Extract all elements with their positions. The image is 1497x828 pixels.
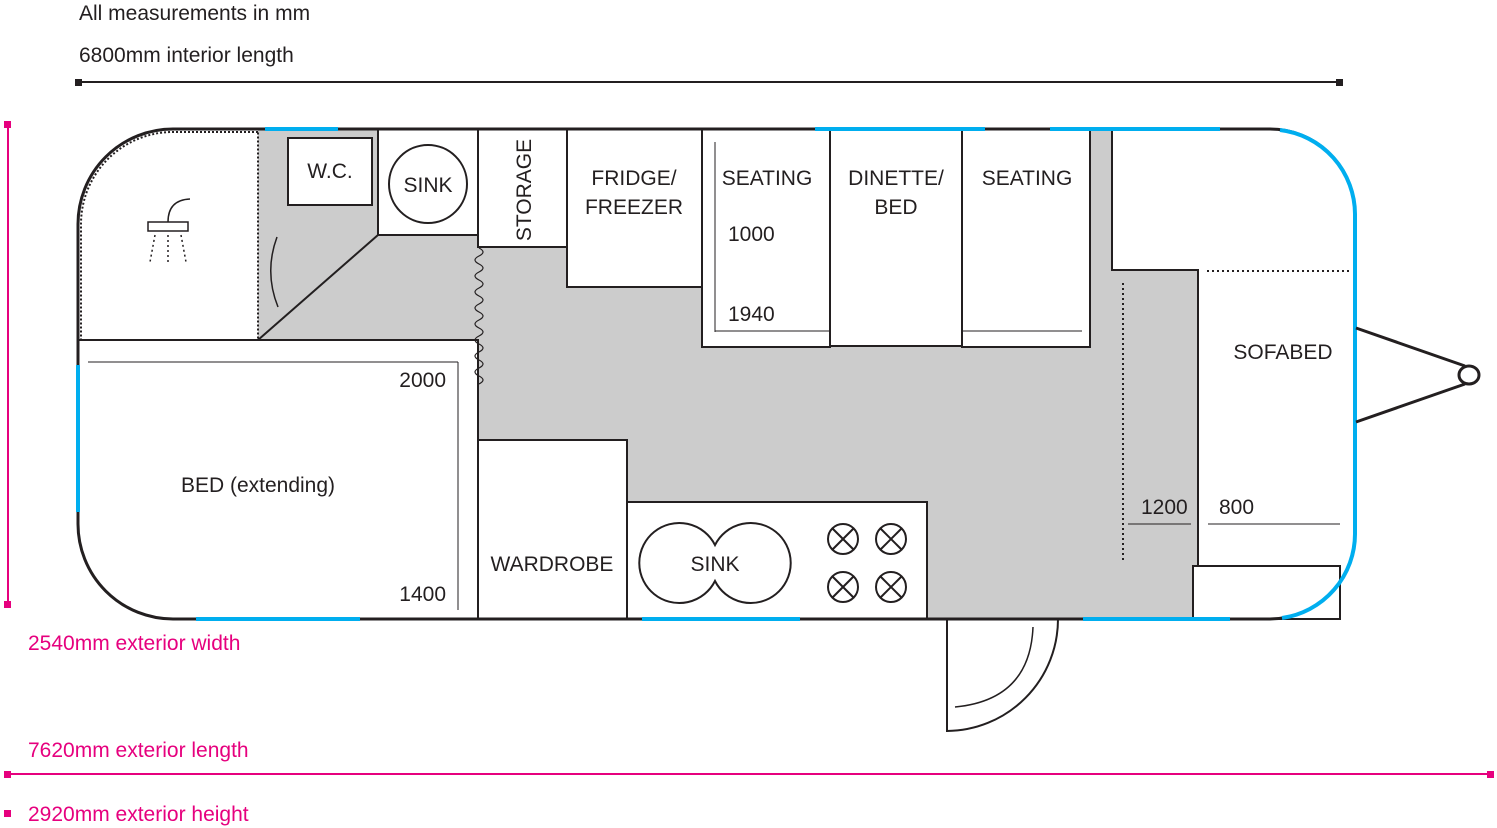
entry-door[interactable] — [946, 618, 1059, 733]
cooktop-burners-icon — [827, 523, 907, 603]
fridge-freezer — [566, 128, 703, 288]
exterior-length-line — [4, 771, 1494, 778]
interior-length-label: 6800mm interior length — [79, 44, 294, 67]
exterior-width-label: 2540mm exterior width — [28, 632, 240, 655]
sofabed-width-dim: 800 — [1219, 496, 1254, 519]
seating-length-dim: 1940 — [728, 303, 775, 326]
shower-head-icon — [147, 198, 191, 263]
fridge-label-1: FRIDGE/ — [591, 167, 676, 190]
bath-sink-label: SINK — [403, 174, 452, 197]
bed-label: BED (extending) — [181, 474, 335, 497]
seating-right — [961, 128, 1091, 348]
exterior-length-label: 7620mm exterior length — [28, 739, 249, 762]
sofabed-label: SOFABED — [1233, 341, 1332, 364]
fridge-label-2: FREEZER — [585, 196, 683, 219]
kitchen-sink-label: SINK — [690, 553, 739, 576]
sofabed-ext-dim: 1200 — [1141, 496, 1188, 519]
storage-label: STORAGE — [513, 139, 536, 241]
wc-box — [287, 137, 373, 206]
bathroom-door-swing-icon — [270, 236, 279, 308]
interior-length-line — [75, 79, 1343, 86]
curtain-icon — [474, 247, 484, 385]
tow-hitch — [1355, 326, 1481, 424]
wardrobe-label: WARDROBE — [491, 553, 614, 576]
bed-width-dim: 1400 — [399, 583, 446, 606]
dinette-label-2: BED — [874, 196, 917, 219]
dinette-label-1: DINETTE/ — [848, 167, 944, 190]
bathroom-door — [257, 234, 379, 341]
exterior-height-marker — [4, 810, 11, 817]
wardrobe — [477, 439, 628, 620]
seating-left-label: SEATING — [722, 167, 813, 190]
shower-area — [80, 130, 259, 341]
kitchen-sink-basin — [638, 522, 792, 604]
wc-label: W.C. — [307, 160, 353, 183]
windows — [76, 127, 1357, 621]
seating-width-dim: 1000 — [728, 223, 775, 246]
dinette-bed — [829, 128, 963, 347]
exterior-height-label: 2920mm exterior height — [28, 803, 249, 826]
sofabed-cabinet — [1192, 565, 1341, 620]
units-note: All measurements in mm — [79, 2, 310, 25]
seating-right-label: SEATING — [982, 167, 1073, 190]
storage-cabinet — [477, 128, 568, 248]
exterior-width-line — [4, 121, 11, 608]
bath-sink-basin — [388, 144, 468, 224]
bed-length-dim: 2000 — [399, 369, 446, 392]
